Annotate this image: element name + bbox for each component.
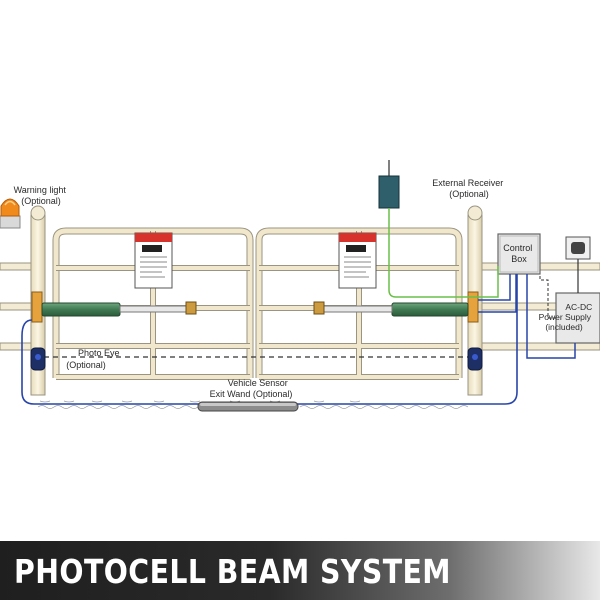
power-supply-label: AC-DC Power Supply (included)	[539, 302, 595, 332]
photo-eye-icon	[30, 347, 46, 371]
receiver-antenna-icon	[378, 160, 400, 209]
actuator-left	[31, 291, 197, 323]
vehicle-sensor-label: Vehicle Sensor Exit Wand (Optional)	[210, 378, 293, 399]
wiring	[21, 208, 579, 405]
photo-eye-icon	[467, 347, 483, 371]
outlet-icon	[565, 236, 591, 260]
photo-eye-label: Photo Eye (Optional)	[66, 348, 122, 370]
external-receiver-label: External Receiver (Optional)	[432, 178, 506, 199]
photo-eye-system	[30, 347, 483, 371]
warning-light-label: Warning light (Optional)	[14, 185, 69, 206]
control-box-label: Control Box	[503, 243, 535, 264]
warning-sign-right	[338, 232, 377, 289]
gate-opener-diagram: Warning light (Optional) External Receiv…	[0, 160, 600, 412]
exit-wand	[197, 401, 299, 412]
actuator-right	[313, 291, 479, 323]
banner-title: PHOTOCELL BEAM SYSTEM	[14, 552, 451, 591]
control-box	[497, 233, 541, 275]
title-banner: PHOTOCELL BEAM SYSTEM	[0, 541, 600, 600]
warning-light-icon	[0, 198, 21, 229]
warning-sign-left	[134, 232, 173, 289]
